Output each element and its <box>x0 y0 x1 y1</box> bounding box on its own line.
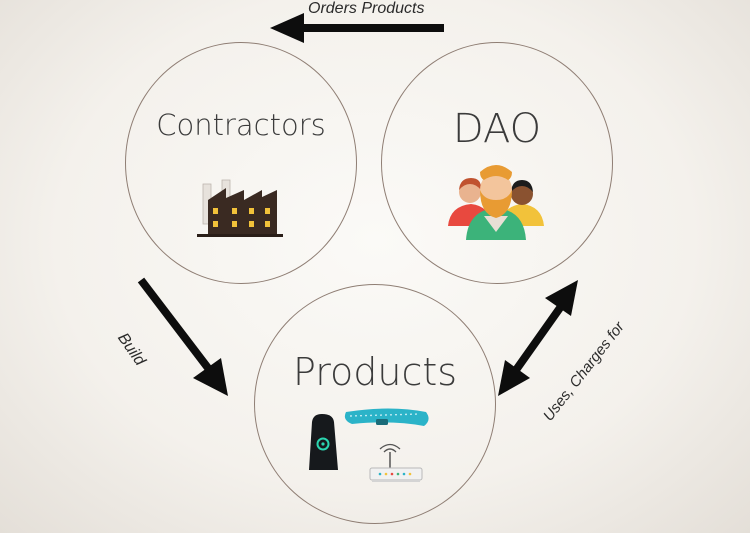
factory-icon <box>197 179 283 237</box>
uses-charges-arrow <box>498 280 578 396</box>
fitness-band-icon <box>344 408 429 426</box>
orders-arrow <box>270 13 444 43</box>
contractors-label: Contractors <box>156 108 326 142</box>
dao-node <box>381 42 613 284</box>
products-label: Products <box>292 350 458 394</box>
smart-speaker-icon <box>309 414 338 470</box>
orders-products-label: Orders Products <box>308 0 425 17</box>
dao-label: DAO <box>452 106 542 152</box>
build-arrow <box>137 277 228 396</box>
contractors-node <box>125 42 357 284</box>
people-icon <box>448 165 544 240</box>
products-node <box>254 284 496 524</box>
wifi-router-icon <box>369 443 423 482</box>
